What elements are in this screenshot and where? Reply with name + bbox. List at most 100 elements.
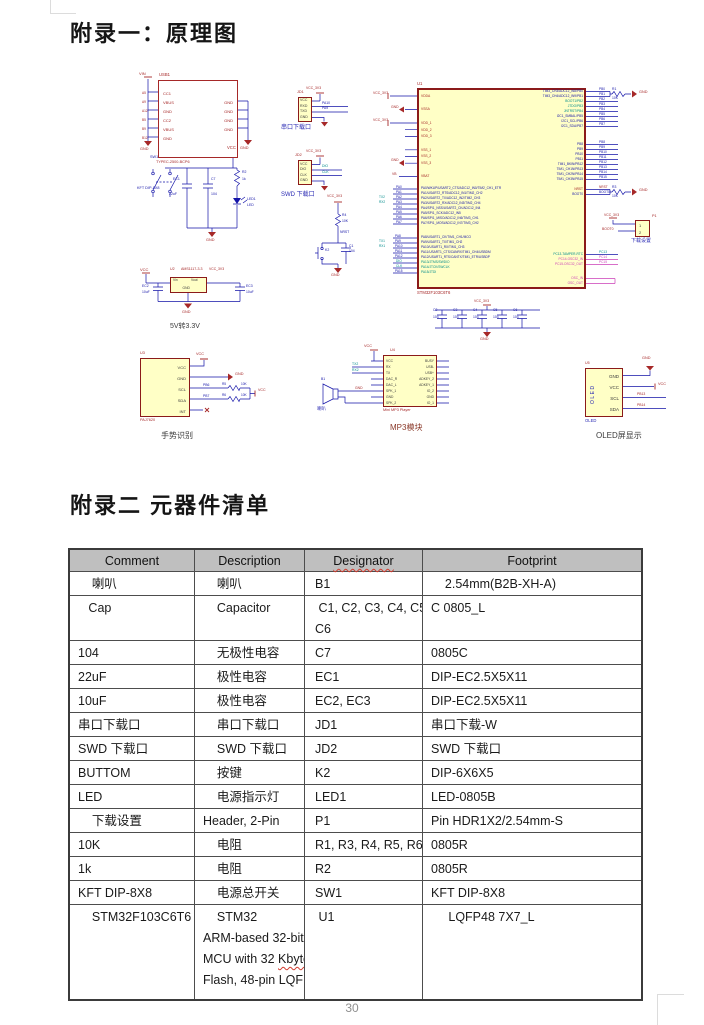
r4-ref: R4: [342, 213, 347, 217]
ec2-ref: EC2: [142, 284, 149, 288]
cell-designator: LED1: [305, 785, 423, 809]
cell-description: 电源总开关: [195, 881, 305, 905]
pin-label: NRST: [574, 187, 583, 191]
pin-label: SDA: [177, 398, 186, 403]
cell-footprint: C 0805_L: [423, 596, 641, 641]
c3-val: 104: [453, 315, 459, 319]
table-row: SWD 下载口 SWD 下载口 JD2 SWD 下载口: [70, 737, 641, 761]
pin-label: PA11/USART1_CTS/CANRX/TIM1_CH4/USBDM: [421, 250, 491, 254]
caps-vcc: VCC_3V3: [474, 298, 490, 303]
pin-label: PC13-TAMPER-RTC: [553, 252, 583, 256]
u4-net-tx2: TX2: [352, 361, 359, 366]
pin-label: I2C1_SCL/PB6: [561, 119, 583, 123]
ec3-ref: EC3: [246, 284, 253, 288]
speaker-ref: B1: [321, 376, 326, 381]
net-pb2: PB2: [599, 97, 606, 101]
text-boundary-mark-topleft: [50, 0, 76, 14]
jd2-caption: SWD 下载口: [281, 191, 315, 198]
u3-gesture-box: [140, 358, 190, 417]
pin-label: PA3/USART2_RX/ADC12_IN3/TIM2_CH4: [421, 201, 481, 205]
pin-label: CC1: [163, 91, 172, 96]
led1-ref: LED1: [247, 197, 256, 201]
jd2-connector-box: [298, 160, 312, 185]
pin-label: PA7/SPI1_MOSI/ADC12_IN7/TIM3_CH2: [421, 221, 479, 225]
pin-label: BUSY: [425, 359, 434, 363]
pin-label: PA5/SPI1_SCK/ADC12_IN5: [421, 211, 461, 215]
pin-label: VCC: [300, 98, 308, 102]
u4-net-gnd: GND: [355, 385, 363, 390]
cell-designator: B1: [305, 572, 423, 596]
u2-pin-vout: Vout: [191, 278, 198, 282]
net-pb1: PB1: [599, 92, 606, 96]
c6-val: 104: [513, 315, 519, 319]
oled-side-label: OLED: [590, 384, 596, 404]
pin-label: PB11: [575, 157, 583, 161]
net-pa9b: PA9: [395, 239, 401, 243]
r2-ref: R2: [242, 170, 247, 174]
u3-part: PAJ7620: [140, 418, 156, 422]
net-tx2: TX2: [379, 195, 385, 199]
pin-label: PC14-OSC32_IN: [558, 257, 583, 261]
cell-comment: 喇叭: [70, 572, 195, 596]
c6-ref: C6: [513, 307, 518, 312]
net-pc13: PC13: [599, 250, 607, 254]
oled-ref: U5: [585, 360, 590, 365]
u4-ref: U4: [390, 347, 395, 352]
pin-label: PC15-OSC32_OUT: [555, 262, 583, 266]
u1-part: STM32F103C6T6: [417, 290, 451, 295]
net-pa8: PA8: [395, 234, 401, 238]
jd1-vcc: VCC_3V3: [306, 85, 322, 90]
pin-label: TIM1_BKIN/PB12: [557, 162, 583, 166]
cell-comment: 104: [70, 641, 195, 665]
r5-ref: R5: [222, 381, 227, 386]
net-pb14: PB14: [599, 170, 607, 174]
u4-vcc: VCC: [364, 343, 373, 348]
pin-label: VSS_1: [421, 147, 432, 152]
pin-label: BOOT0: [572, 192, 583, 196]
pin-label: [421, 167, 432, 174]
net-rx2: RX2: [379, 200, 386, 204]
pin-label: PA13/JTMS/SWDIO: [421, 260, 450, 264]
cell-footprint: LQFP48 7X7_L: [431, 910, 535, 924]
cell-designator: K2: [305, 761, 423, 785]
pin-label: TXD: [300, 109, 307, 113]
cell-footprint: DIP-EC2.5X5X11: [423, 665, 641, 689]
cell-comment: 下载设置: [70, 809, 195, 833]
net-pa10: PA10: [322, 100, 331, 105]
pin-label: RXD: [300, 103, 308, 108]
jd1-connector-box: [298, 97, 312, 122]
u2-pin-gnd: GND: [182, 285, 190, 290]
cell-designator: U1: [305, 905, 423, 999]
r3-ref: R3: [612, 184, 617, 189]
cell-designator: JD2: [305, 737, 423, 761]
c4-val: 104: [473, 315, 479, 319]
pin-label: INT: [179, 409, 186, 414]
usb1-part: TYPEC-2500-BCP6: [156, 159, 190, 164]
net-pc14: PC14: [599, 255, 607, 259]
cell-designator: P1: [305, 809, 423, 833]
r2-val: 1k: [242, 176, 246, 181]
pin-label: GND: [426, 395, 434, 399]
net-pa0: PA0: [396, 185, 402, 189]
oled-vcc: VCC: [658, 381, 667, 386]
u3-net-pb7: PB7: [203, 393, 210, 398]
speaker-label: 喇叭: [317, 405, 326, 411]
net-dio-b: DIO: [396, 259, 402, 263]
cell-comment: 串口下载口: [70, 713, 195, 737]
description-text: Flash, 48-pin LQFP,: [203, 973, 304, 987]
pin-number: 1: [639, 222, 642, 228]
cell-description: 极性电容: [195, 665, 305, 689]
cell-footprint: 0805C: [423, 641, 641, 665]
pin-label: OSC_OUT: [567, 281, 583, 285]
table-body: 喇叭 喇叭 B1 2.54mm(B2B-XH-A) Cap Capacitor …: [70, 572, 641, 905]
pin-label: SPK_1: [386, 389, 397, 393]
